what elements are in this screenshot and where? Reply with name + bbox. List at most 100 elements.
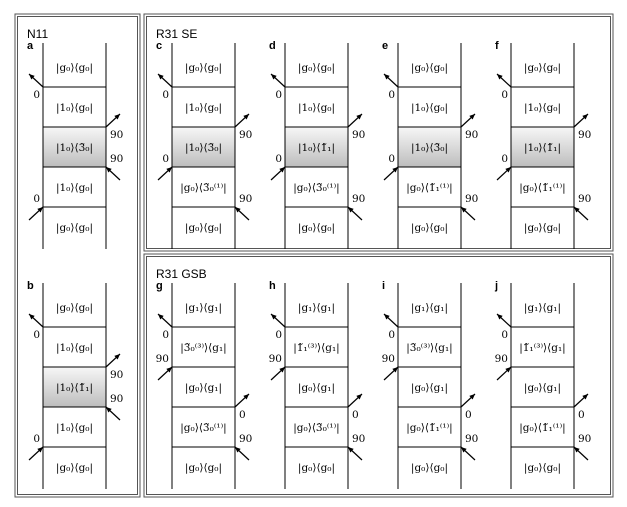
- arrow-head: [497, 74, 503, 80]
- arrow-head: [392, 167, 398, 173]
- arrow-head: [574, 207, 580, 213]
- arrow-head: [348, 447, 354, 453]
- diagram-group: a|g₀⟩⟨g₀||1₀⟩⟨g₀||1₀⟩⟨3̃₀||1₀⟩⟨g₀||g₀⟩⟨g…: [27, 40, 591, 489]
- diagram-e: e|g₀⟩⟨g₀||1₀⟩⟨g₀||1₀⟩⟨3̃₀||g₀⟩⟨1̃₁⁽¹⁾||g…: [382, 40, 478, 249]
- state-label: |1₀⟩⟨g₀|: [298, 102, 335, 115]
- phase-label: 0: [33, 89, 40, 101]
- state-label: |g₀⟩⟨1̃₁⁽¹⁾|: [406, 422, 452, 435]
- state-label: |g₀⟩⟨g₀|: [185, 462, 222, 475]
- phase-label: 90: [352, 193, 365, 205]
- arrow-head: [271, 74, 277, 80]
- state-label: |1₀⟩⟨g₀|: [56, 102, 93, 115]
- arrow-head: [114, 354, 120, 360]
- arrow-head: [461, 207, 467, 213]
- phase-label: 90: [110, 393, 123, 405]
- phase-label: 0: [162, 89, 169, 101]
- arrow-head: [166, 167, 172, 173]
- diagram-h: h|g₁⟩⟨g₁||1̃₁⁽³⁾⟩⟨g₁||g₀⟩⟨g₁||g₀⟩⟨3̃₀⁽¹⁾…: [269, 280, 365, 489]
- diagram-g: g|g₁⟩⟨g₁||3̃₀⁽³⁾⟩⟨g₁||g₀⟩⟨g₁||g₀⟩⟨3̃₀⁽¹⁾…: [156, 280, 252, 489]
- state-label: |g₀⟩⟨3̃₀⁽¹⁾|: [293, 422, 339, 435]
- diagram-label: c: [156, 40, 162, 52]
- state-label: |g₀⟩⟨g₀|: [524, 222, 561, 235]
- state-label: |1₀⟩⟨3̃₀|: [56, 142, 93, 155]
- diagram-j: j|g₁⟩⟨g₁||1̃₁⁽³⁾⟩⟨g₁||g₀⟩⟨g₁||g₀⟩⟨1̃₁⁽¹⁾…: [494, 280, 591, 489]
- state-label: |g₀⟩⟨1̃₁⁽¹⁾|: [406, 182, 452, 195]
- phase-label: 90: [382, 353, 395, 365]
- diagram-label: d: [269, 40, 276, 52]
- state-label: |g₀⟩⟨3̃₀⁽¹⁾|: [293, 182, 339, 195]
- arrow-head: [461, 447, 467, 453]
- state-label: |1₀⟩⟨3̃₀|: [411, 142, 448, 155]
- diagram-label: f: [495, 40, 499, 52]
- state-label: |g₁⟩⟨g₁|: [411, 302, 448, 315]
- arrow-head: [582, 394, 588, 400]
- phase-label: 90: [110, 153, 123, 165]
- panel-gsb: R31 GSB: [143, 253, 614, 498]
- arrow-head: [582, 114, 588, 120]
- shaded-row: [285, 127, 348, 167]
- section-title: N11: [27, 27, 48, 41]
- diagram-i: i|g₁⟩⟨g₁||3̃₀⁽³⁾⟩⟨g₁||g₀⟩⟨g₁||g₀⟩⟨1̃₁⁽¹⁾…: [382, 280, 478, 489]
- arrow-head: [243, 394, 249, 400]
- state-label: |g₀⟩⟨g₀|: [185, 62, 222, 75]
- state-label: |1̃₁⁽³⁾⟩⟨g₁|: [293, 342, 339, 355]
- state-label: |g₀⟩⟨g₁|: [524, 382, 561, 395]
- phase-label: 0: [501, 329, 508, 341]
- state-label: |g₀⟩⟨g₀|: [524, 462, 561, 475]
- arrow-head: [505, 367, 511, 373]
- state-label: |g₀⟩⟨g₀|: [524, 62, 561, 75]
- shaded-row: [511, 127, 574, 167]
- state-label: |g₀⟩⟨3̃₀⁽¹⁾|: [180, 422, 226, 435]
- phase-label: 90: [110, 129, 123, 141]
- state-label: |g₀⟩⟨g₀|: [298, 462, 335, 475]
- phase-label: 0: [352, 409, 359, 421]
- arrow-head: [37, 207, 43, 213]
- state-label: |3̃₀⁽³⁾⟩⟨g₁|: [180, 342, 226, 355]
- arrow-head: [497, 314, 503, 320]
- arrow-head: [106, 407, 112, 413]
- state-label: |1₀⟩⟨g₀|: [411, 102, 448, 115]
- state-label: |g₀⟩⟨g₁|: [298, 382, 335, 395]
- shaded-row: [43, 367, 106, 407]
- panel-n11: N11: [14, 13, 141, 498]
- phase-label: 0: [465, 409, 472, 421]
- state-label: |g₀⟩⟨g₀|: [56, 462, 93, 475]
- state-label: |g₁⟩⟨g₁|: [185, 302, 222, 315]
- arrow-head: [505, 167, 511, 173]
- state-label: |g₀⟩⟨g₀|: [56, 222, 93, 235]
- state-label: |g₀⟩⟨g₁|: [411, 382, 448, 395]
- arrow-head: [243, 114, 249, 120]
- phase-label: 90: [465, 433, 478, 445]
- phase-label: 0: [33, 433, 40, 445]
- state-label: |g₀⟩⟨g₀|: [185, 222, 222, 235]
- arrow-head: [348, 207, 354, 213]
- state-label: |g₀⟩⟨g₀|: [298, 62, 335, 75]
- phase-label: 90: [239, 193, 252, 205]
- arrow-head: [356, 114, 362, 120]
- diagram-b: b|g₀⟩⟨g₀||1₀⟩⟨g₀||1₀⟩⟨1̃₁||1₀⟩⟨g₀||g₀⟩⟨g…: [27, 280, 123, 489]
- state-label: |1₀⟩⟨g₀|: [185, 102, 222, 115]
- arrow-head: [114, 114, 120, 120]
- diagram-label: i: [382, 280, 385, 292]
- arrow-head: [106, 167, 112, 173]
- state-label: |g₀⟩⟨g₀|: [298, 222, 335, 235]
- shaded-row: [398, 127, 461, 167]
- phase-label: 90: [465, 129, 478, 141]
- arrow-head: [279, 367, 285, 373]
- phase-label: 0: [388, 153, 395, 165]
- diagram-f: f|g₀⟩⟨g₀||1₀⟩⟨g₀||1₀⟩⟨1̃₁||g₀⟩⟨1̃₁⁽¹⁾||g…: [495, 40, 591, 249]
- state-label: |1₀⟩⟨1̃₁|: [56, 382, 93, 395]
- arrow-head: [469, 114, 475, 120]
- phase-label: 90: [578, 129, 591, 141]
- arrow-head: [158, 74, 164, 80]
- phase-label: 90: [352, 433, 365, 445]
- state-label: |1₀⟩⟨g₀|: [524, 102, 561, 115]
- phase-label: 0: [388, 89, 395, 101]
- diagram-label: h: [269, 280, 276, 292]
- diagram-label: g: [156, 280, 163, 292]
- phase-label: 0: [501, 153, 508, 165]
- phase-label: 0: [162, 329, 169, 341]
- phase-label: 90: [495, 353, 508, 365]
- phase-label: 90: [269, 353, 282, 365]
